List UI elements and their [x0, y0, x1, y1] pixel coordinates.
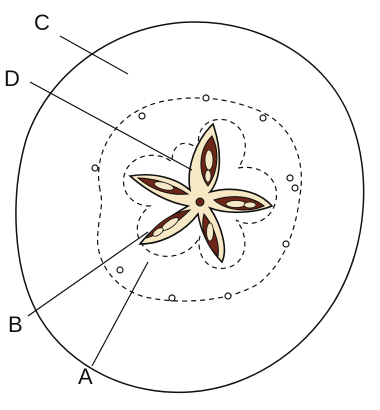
- label-b: B: [8, 312, 23, 337]
- carpel-star: [130, 124, 272, 262]
- leader-line-d: [30, 82, 192, 170]
- vascular-bundle-dot: [292, 185, 298, 191]
- vascular-bundle-dot: [287, 175, 293, 181]
- vascular-bundle-dot: [260, 115, 266, 121]
- vascular-bundle-dot: [117, 267, 123, 273]
- leader-line-b: [28, 232, 148, 316]
- vascular-bundle-dot: [203, 95, 209, 101]
- vascular-bundle-dot: [92, 165, 98, 171]
- label-a: A: [78, 364, 93, 389]
- label-d: D: [4, 66, 20, 91]
- leader-line-c: [60, 36, 128, 74]
- vascular-bundle-dot: [283, 241, 289, 247]
- vascular-bundle-dot: [139, 113, 145, 119]
- leader-line-a: [92, 262, 148, 366]
- vascular-bundle-dot: [225, 293, 231, 299]
- vascular-bundle-dot: [169, 295, 175, 301]
- central-axis: [196, 198, 204, 206]
- label-c: C: [34, 10, 50, 35]
